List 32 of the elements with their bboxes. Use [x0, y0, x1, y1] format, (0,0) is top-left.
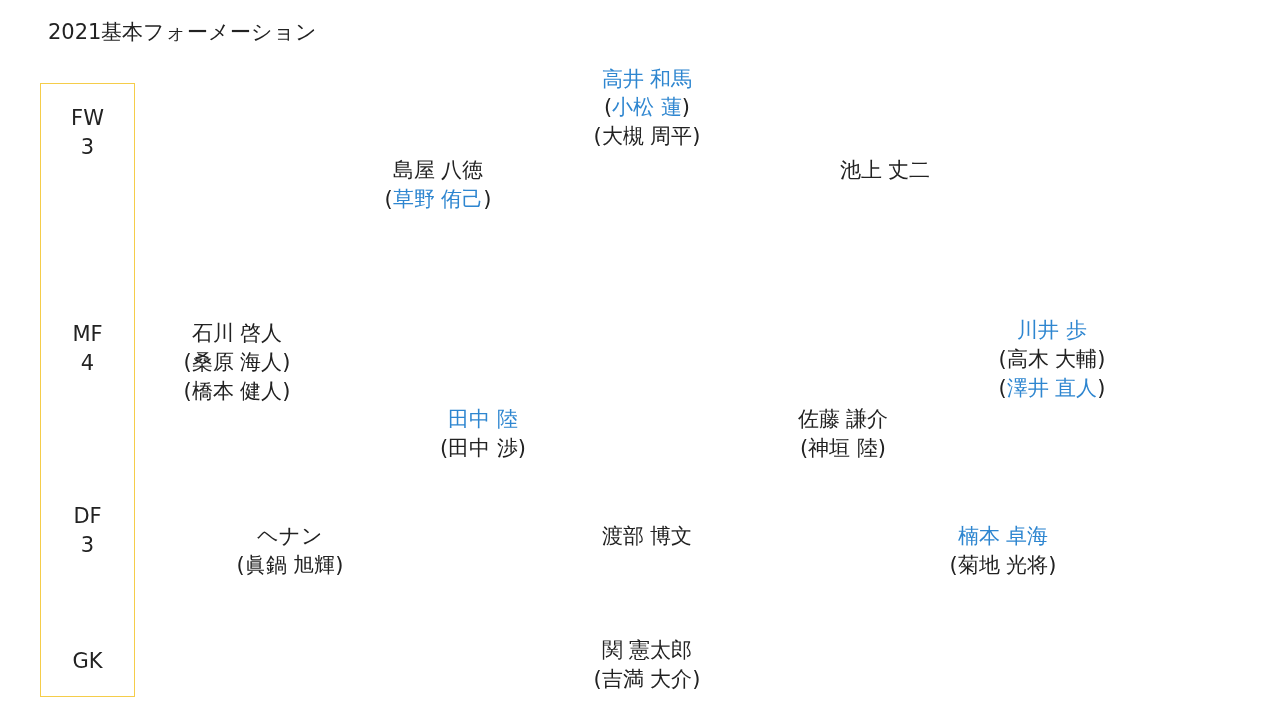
player-name: (草野 侑己) — [384, 186, 492, 212]
player-name: (吉満 大介) — [593, 666, 701, 692]
position-text: 3 — [79, 134, 96, 160]
player-name: 関 憲太郎 — [601, 637, 693, 663]
player-name: 佐藤 謙介 — [797, 406, 889, 432]
title: 2021基本フォーメーション — [48, 19, 319, 46]
position-text: 3 — [79, 532, 96, 558]
position-text: DF — [72, 503, 103, 529]
position-text: 4 — [79, 350, 96, 376]
player-name: (眞鍋 旭輝) — [236, 552, 344, 578]
player-name: (小松 蓮) — [603, 94, 691, 120]
player-name: (橋本 健人) — [183, 378, 291, 404]
position-text: FW — [70, 105, 105, 131]
position-text: GK — [71, 648, 104, 674]
player-name: 高井 和馬 — [601, 66, 693, 92]
player-name: 田中 陸 — [448, 406, 518, 432]
player-name: (桑原 海人) — [183, 349, 291, 375]
player-name: (菊地 光将) — [949, 552, 1057, 578]
player-name: (高木 大輔) — [998, 346, 1106, 372]
player-name: 楠本 卓海 — [957, 523, 1049, 549]
player-name: (田中 渉) — [439, 435, 527, 461]
position-text: MF — [71, 321, 104, 347]
player-name: 島屋 八徳 — [392, 157, 484, 183]
player-name: (大槻 周平) — [593, 123, 701, 149]
player-name: (澤井 直人) — [998, 375, 1106, 401]
player-name: (神垣 陸) — [799, 435, 887, 461]
position-column — [40, 83, 135, 697]
player-name: 石川 啓人 — [191, 320, 283, 346]
player-name: 川井 歩 — [1017, 317, 1087, 343]
player-name: 渡部 博文 — [601, 523, 693, 549]
player-name: 池上 丈二 — [839, 157, 931, 183]
player-name: ヘナン — [257, 523, 323, 549]
